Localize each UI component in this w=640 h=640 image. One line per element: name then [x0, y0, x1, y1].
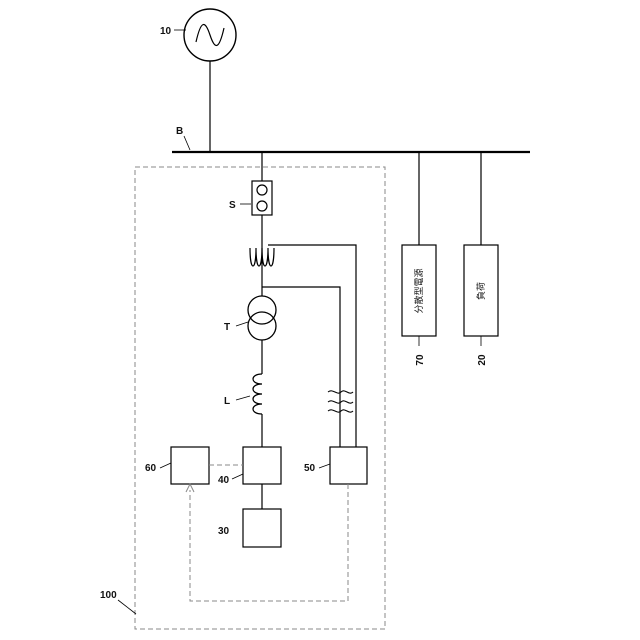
label-leader-40	[232, 474, 243, 479]
label-leader-50	[319, 464, 330, 468]
label-60: 60	[145, 463, 157, 474]
label-20: 20	[477, 354, 488, 366]
label-leader-T	[236, 322, 248, 326]
label-leader-B	[184, 136, 190, 150]
distributed-power-label: 分散型電源	[413, 268, 425, 313]
inductor-l	[253, 374, 262, 414]
label-L: L	[224, 396, 230, 407]
block-40	[243, 447, 281, 484]
transformer-t	[248, 296, 276, 340]
label-leader-L	[236, 396, 250, 400]
label-30: 30	[218, 526, 230, 537]
label-100: 100	[100, 590, 117, 601]
block-60	[171, 447, 209, 484]
load-label: 負荷	[475, 282, 487, 300]
label-S: S	[229, 200, 236, 211]
label-T: T	[224, 322, 230, 333]
label-B: B	[176, 126, 183, 137]
label-70: 70	[415, 354, 426, 366]
label-10: 10	[160, 26, 172, 37]
label-40: 40	[218, 475, 230, 486]
label-leader-60	[160, 463, 171, 468]
label-50: 50	[304, 463, 316, 474]
block-30	[243, 509, 281, 547]
ct-signal-wire	[268, 245, 356, 447]
label-leader-100	[118, 600, 136, 614]
ac-source	[184, 9, 236, 152]
switch-s	[252, 181, 272, 215]
block-50	[330, 447, 367, 484]
